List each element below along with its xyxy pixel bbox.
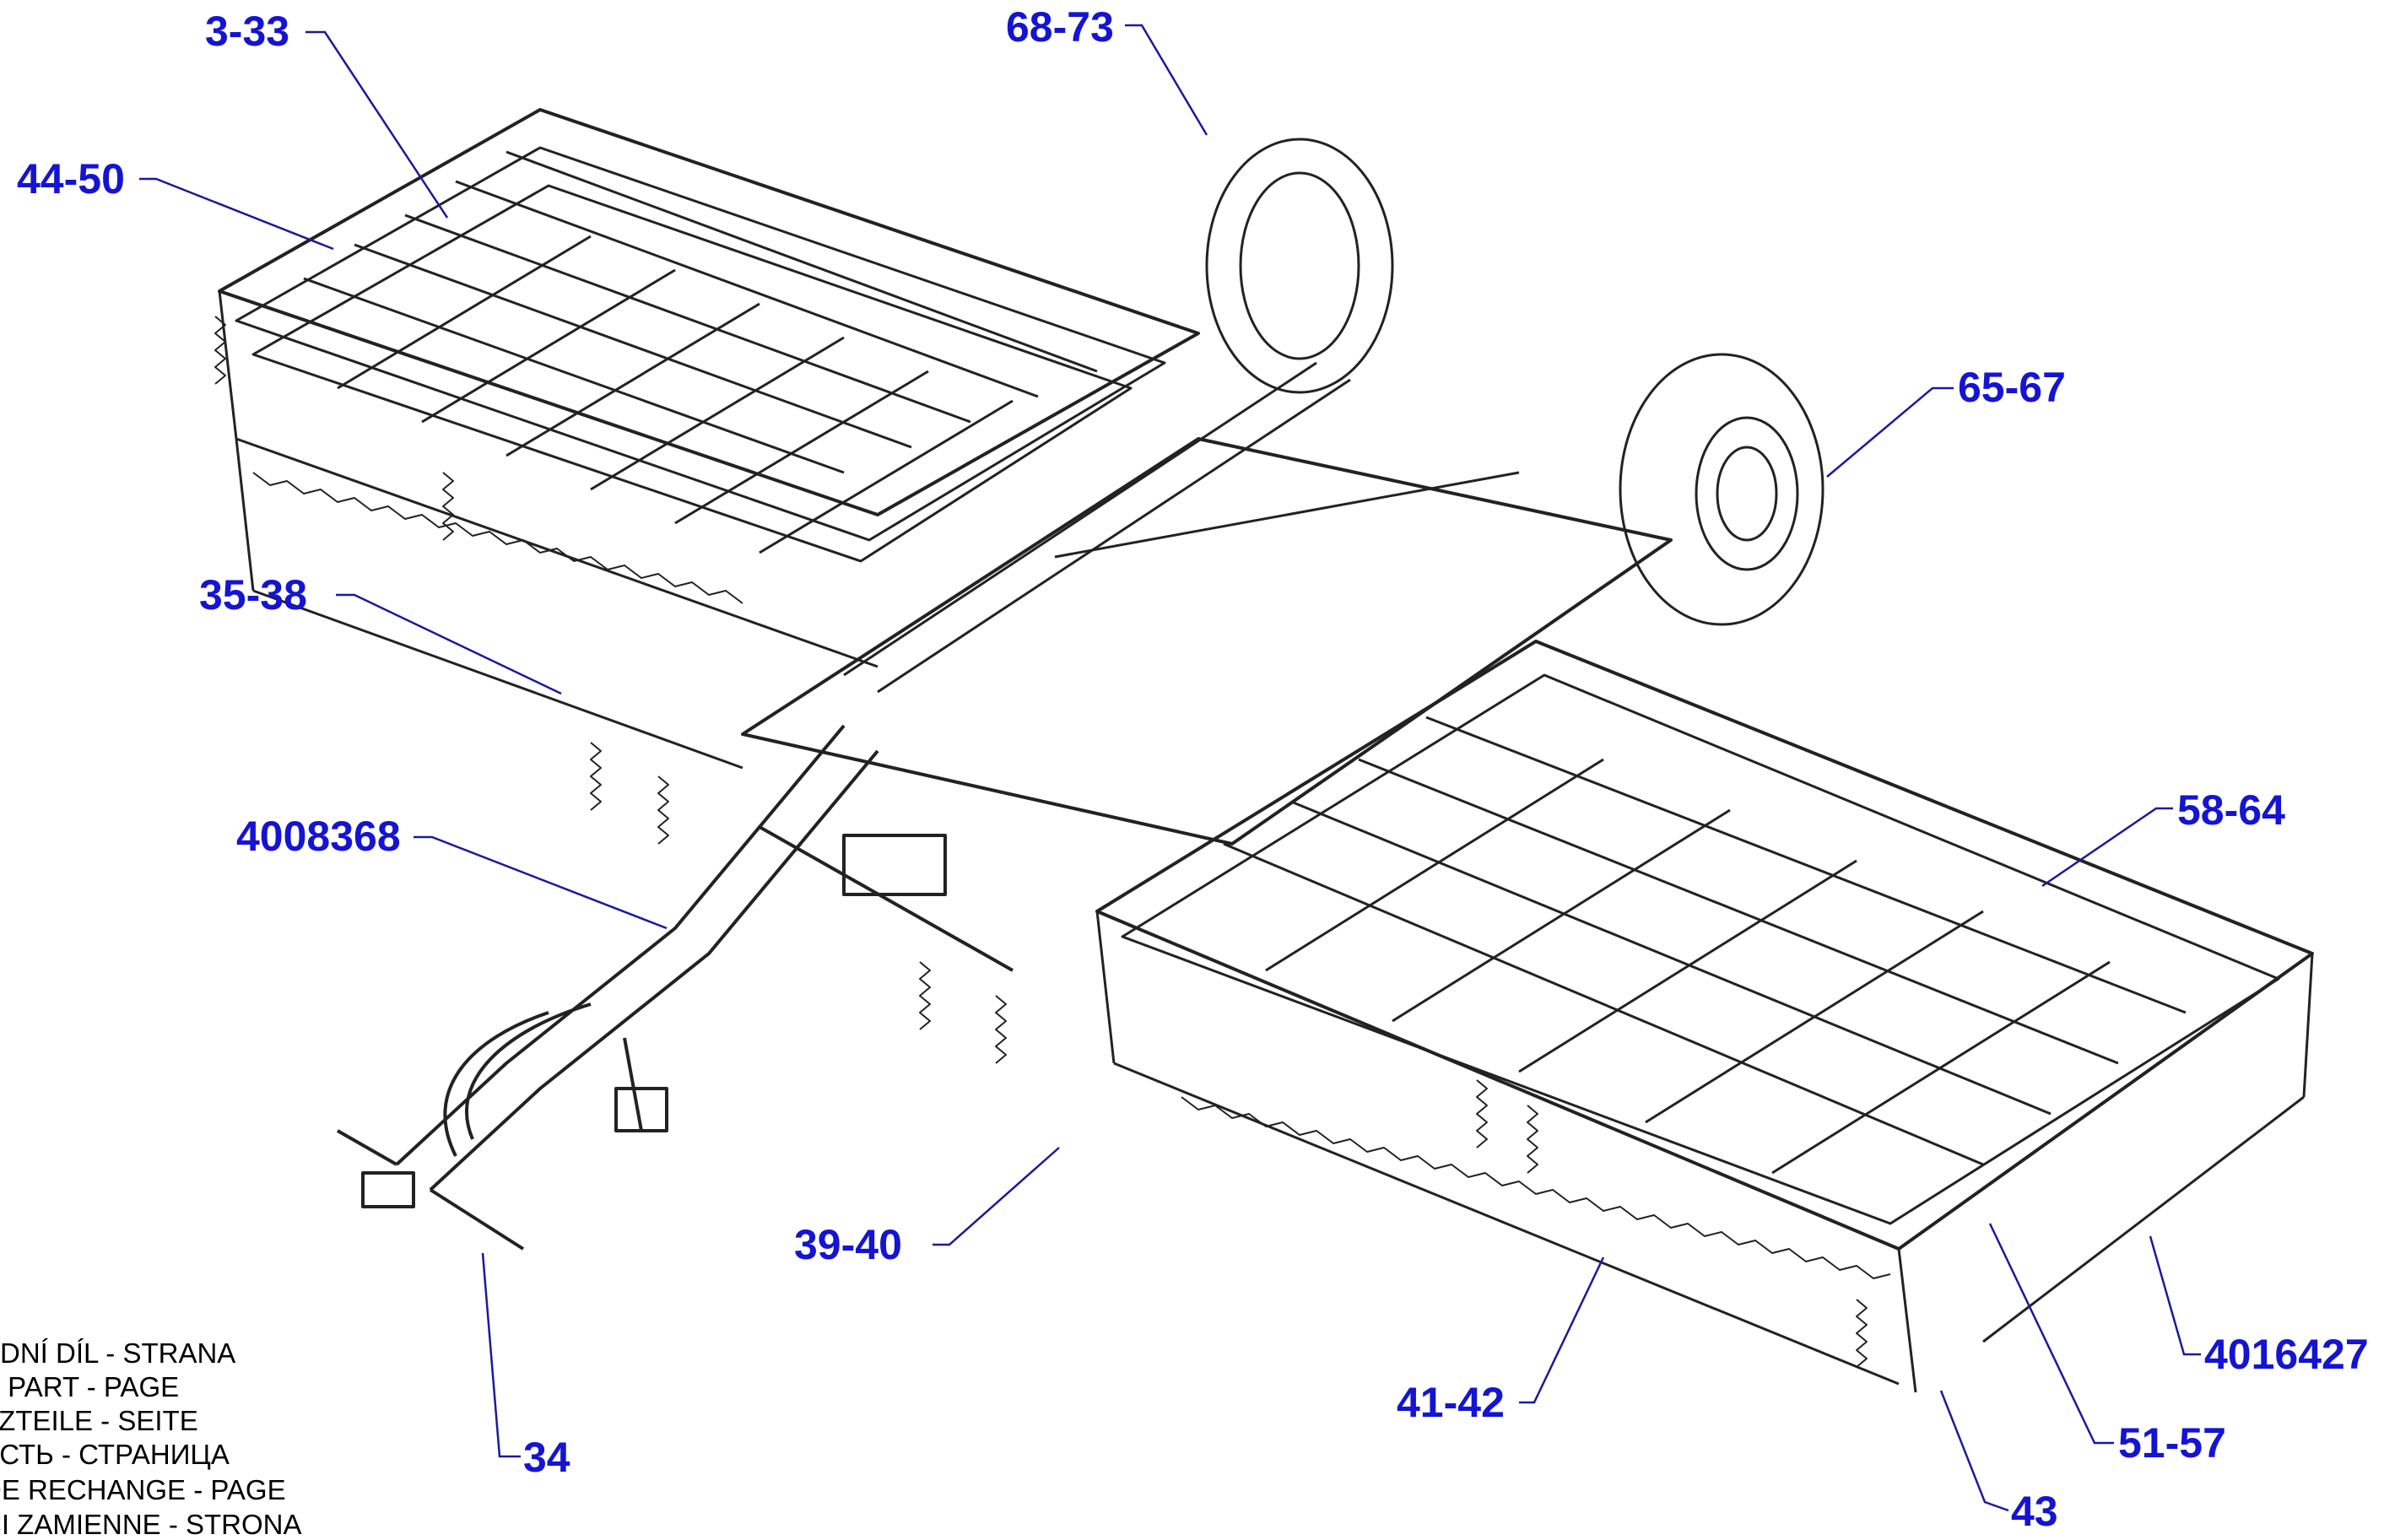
callout-4008368: 4008368 (236, 813, 401, 860)
leader-39-40 (933, 1147, 1060, 1246)
callout-51-57: 51-57 (2118, 1419, 2226, 1467)
legend-line-de: TZTEILE - SEITE (0, 1405, 198, 1436)
legend-line-pl: CI ZAMIENNE - STRONA (0, 1509, 302, 1540)
callout-68-73: 68-73 (1006, 3, 1114, 51)
callout-44-50: 44-50 (17, 155, 125, 203)
leader-65-67 (1826, 386, 1954, 478)
callout-3-33: 3-33 (205, 8, 290, 55)
leader-4008368 (414, 835, 668, 930)
leader-lines (139, 24, 2201, 1512)
drawbar (337, 724, 1014, 1251)
leader-43 (1939, 1390, 2009, 1512)
callout-65-67: 65-67 (1958, 364, 2066, 411)
rear-roller (252, 472, 743, 604)
leader-35-38 (336, 593, 562, 695)
leader-44-50 (139, 177, 334, 251)
callout-34: 34 (523, 1434, 570, 1481)
front-tines (1223, 716, 2187, 1175)
callout-39-40: 39-40 (794, 1221, 902, 1268)
springs (214, 316, 1868, 1368)
leader-3-33 (305, 30, 449, 219)
leader-68-73 (1125, 24, 1208, 136)
rear-tines (303, 150, 1098, 554)
callout-35-38: 35-38 (199, 571, 307, 619)
machine-line-art (214, 108, 2314, 1393)
leader-41-42 (1519, 1256, 1605, 1404)
callout-58-64: 58-64 (2177, 786, 2285, 834)
leader-58-64 (2041, 807, 2173, 888)
front-roller (1181, 1096, 1891, 1279)
leader-34 (481, 1252, 521, 1458)
callout-41-42: 41-42 (1397, 1379, 1505, 1426)
legend-line-en: E PART - PAGE (0, 1371, 180, 1402)
leader-4016427 (2149, 1235, 2201, 1356)
legend-line-fr: DE RECHANGE - PAGE (0, 1474, 286, 1505)
transport-wheels (1205, 138, 1824, 626)
callout-43: 43 (2011, 1488, 2058, 1535)
callout-4016427: 4016427 (2204, 1331, 2369, 1378)
legend-line-cs: ADNÍ DÍL - STRANA (0, 1337, 236, 1369)
legend-line-ru: АСТЬ - СТРАНИЦА (0, 1439, 230, 1470)
leader-51-57 (1988, 1223, 2114, 1445)
